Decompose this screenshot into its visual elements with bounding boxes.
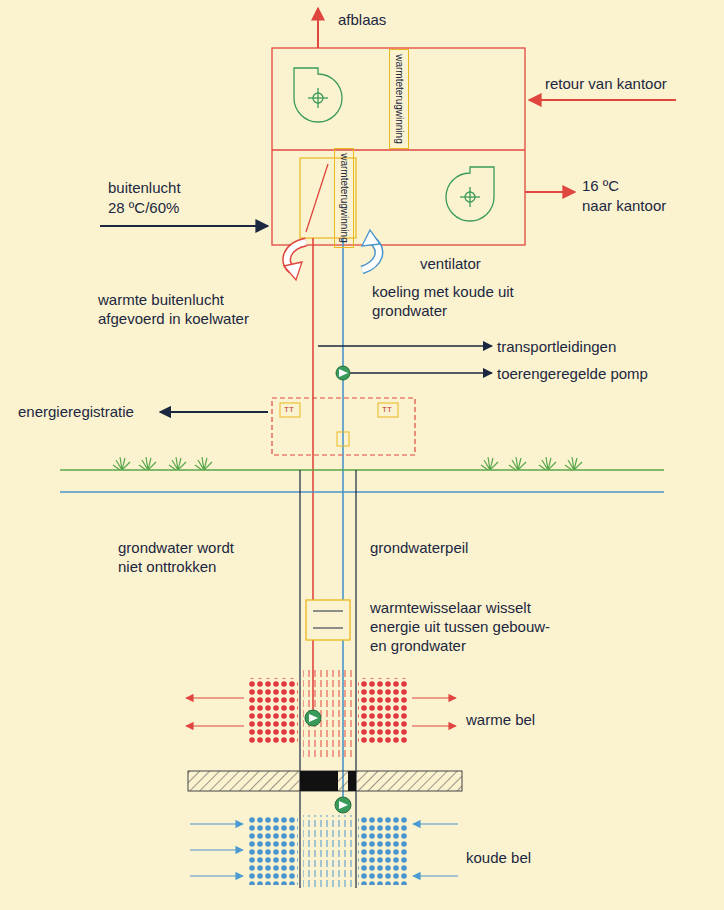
supply-air-label: naar kantoor	[582, 196, 666, 215]
fan-cross	[317, 88, 318, 108]
cold-bubble	[358, 815, 408, 885]
inflow-arrows	[190, 824, 458, 876]
pump-symbol	[336, 366, 350, 380]
heat-exchanger-label: warmtewisselaar wisselt energie uit tuss…	[370, 598, 570, 655]
pump-label: toerengeregelde pomp	[497, 364, 648, 383]
clay-layer	[188, 771, 462, 791]
node-text: warmteterugwinning	[393, 54, 405, 144]
sensor-tag: TT	[284, 405, 294, 415]
fan-cross	[469, 187, 470, 207]
well-screen	[303, 668, 353, 760]
cold-bubble	[248, 815, 298, 885]
seal	[348, 771, 356, 791]
warm-pipe	[312, 238, 314, 712]
fan-casing	[446, 167, 494, 221]
air-handling-unit	[272, 48, 525, 245]
unit-housing	[272, 48, 525, 245]
coil-plate	[306, 164, 328, 232]
seal	[300, 771, 338, 791]
cooling-note: koeling met koude uit grondwater	[372, 282, 514, 320]
metering-label: energieregistratie	[18, 402, 134, 421]
well-casing	[355, 470, 356, 888]
fan-label: ventilator	[420, 254, 481, 273]
well-casing	[299, 470, 300, 888]
leader-arrow	[318, 345, 492, 347]
energy-meter-box	[272, 398, 415, 455]
exhaust-arrow	[317, 8, 319, 48]
fan-casing	[294, 68, 342, 122]
heat-out-arrow	[284, 242, 306, 280]
node-text: warmteterugwinning	[338, 153, 350, 243]
groundwater-note: grondwater wordt niet onttrokken	[118, 538, 258, 576]
outside-air-condition: 28 ºC/60%	[108, 198, 179, 217]
warm-bubble-label: warme bel	[466, 710, 535, 729]
supply-air-arrow	[525, 191, 575, 193]
warm-bubble	[358, 678, 408, 744]
return-air-arrow	[529, 99, 676, 101]
water-table-label: grondwaterpeil	[370, 538, 468, 557]
outside-air-arrow	[100, 225, 268, 227]
exhaust-label: afblaas	[338, 10, 386, 29]
groundwater-level	[60, 491, 664, 492]
outflow-arrows	[186, 698, 456, 726]
return-air-label: retour van kantoor	[545, 74, 667, 93]
cold-bubble-label: koude bel	[466, 848, 531, 867]
unit-divider	[272, 149, 525, 150]
supply-fan	[446, 167, 494, 221]
outside-air-label: buitenlucht	[108, 178, 181, 197]
heat-exchanger	[306, 600, 350, 640]
sensor-tag: TT	[382, 405, 392, 415]
pipe-label: transportleidingen	[497, 337, 616, 356]
well-screen	[303, 815, 353, 887]
pump-symbol	[305, 710, 321, 726]
heat-exchanger-plate	[313, 611, 343, 612]
leader-arrow	[350, 372, 492, 374]
heat-recovery-box: warmteterugwinning	[389, 49, 409, 149]
heat-removal-note: warmte buitenlucht afgevoerd in koelwate…	[98, 290, 286, 328]
grass	[113, 457, 582, 470]
supply-temperature: 16 ºC	[582, 176, 619, 195]
exhaust-fan	[294, 68, 342, 122]
cold-in-arrow	[362, 230, 380, 270]
leader-arrow	[160, 411, 268, 413]
warm-bubble	[248, 678, 298, 744]
pump-symbol	[335, 797, 351, 813]
heat-recovery-box: warmteterugwinning	[334, 148, 354, 248]
heat-exchanger-plate	[313, 628, 343, 629]
